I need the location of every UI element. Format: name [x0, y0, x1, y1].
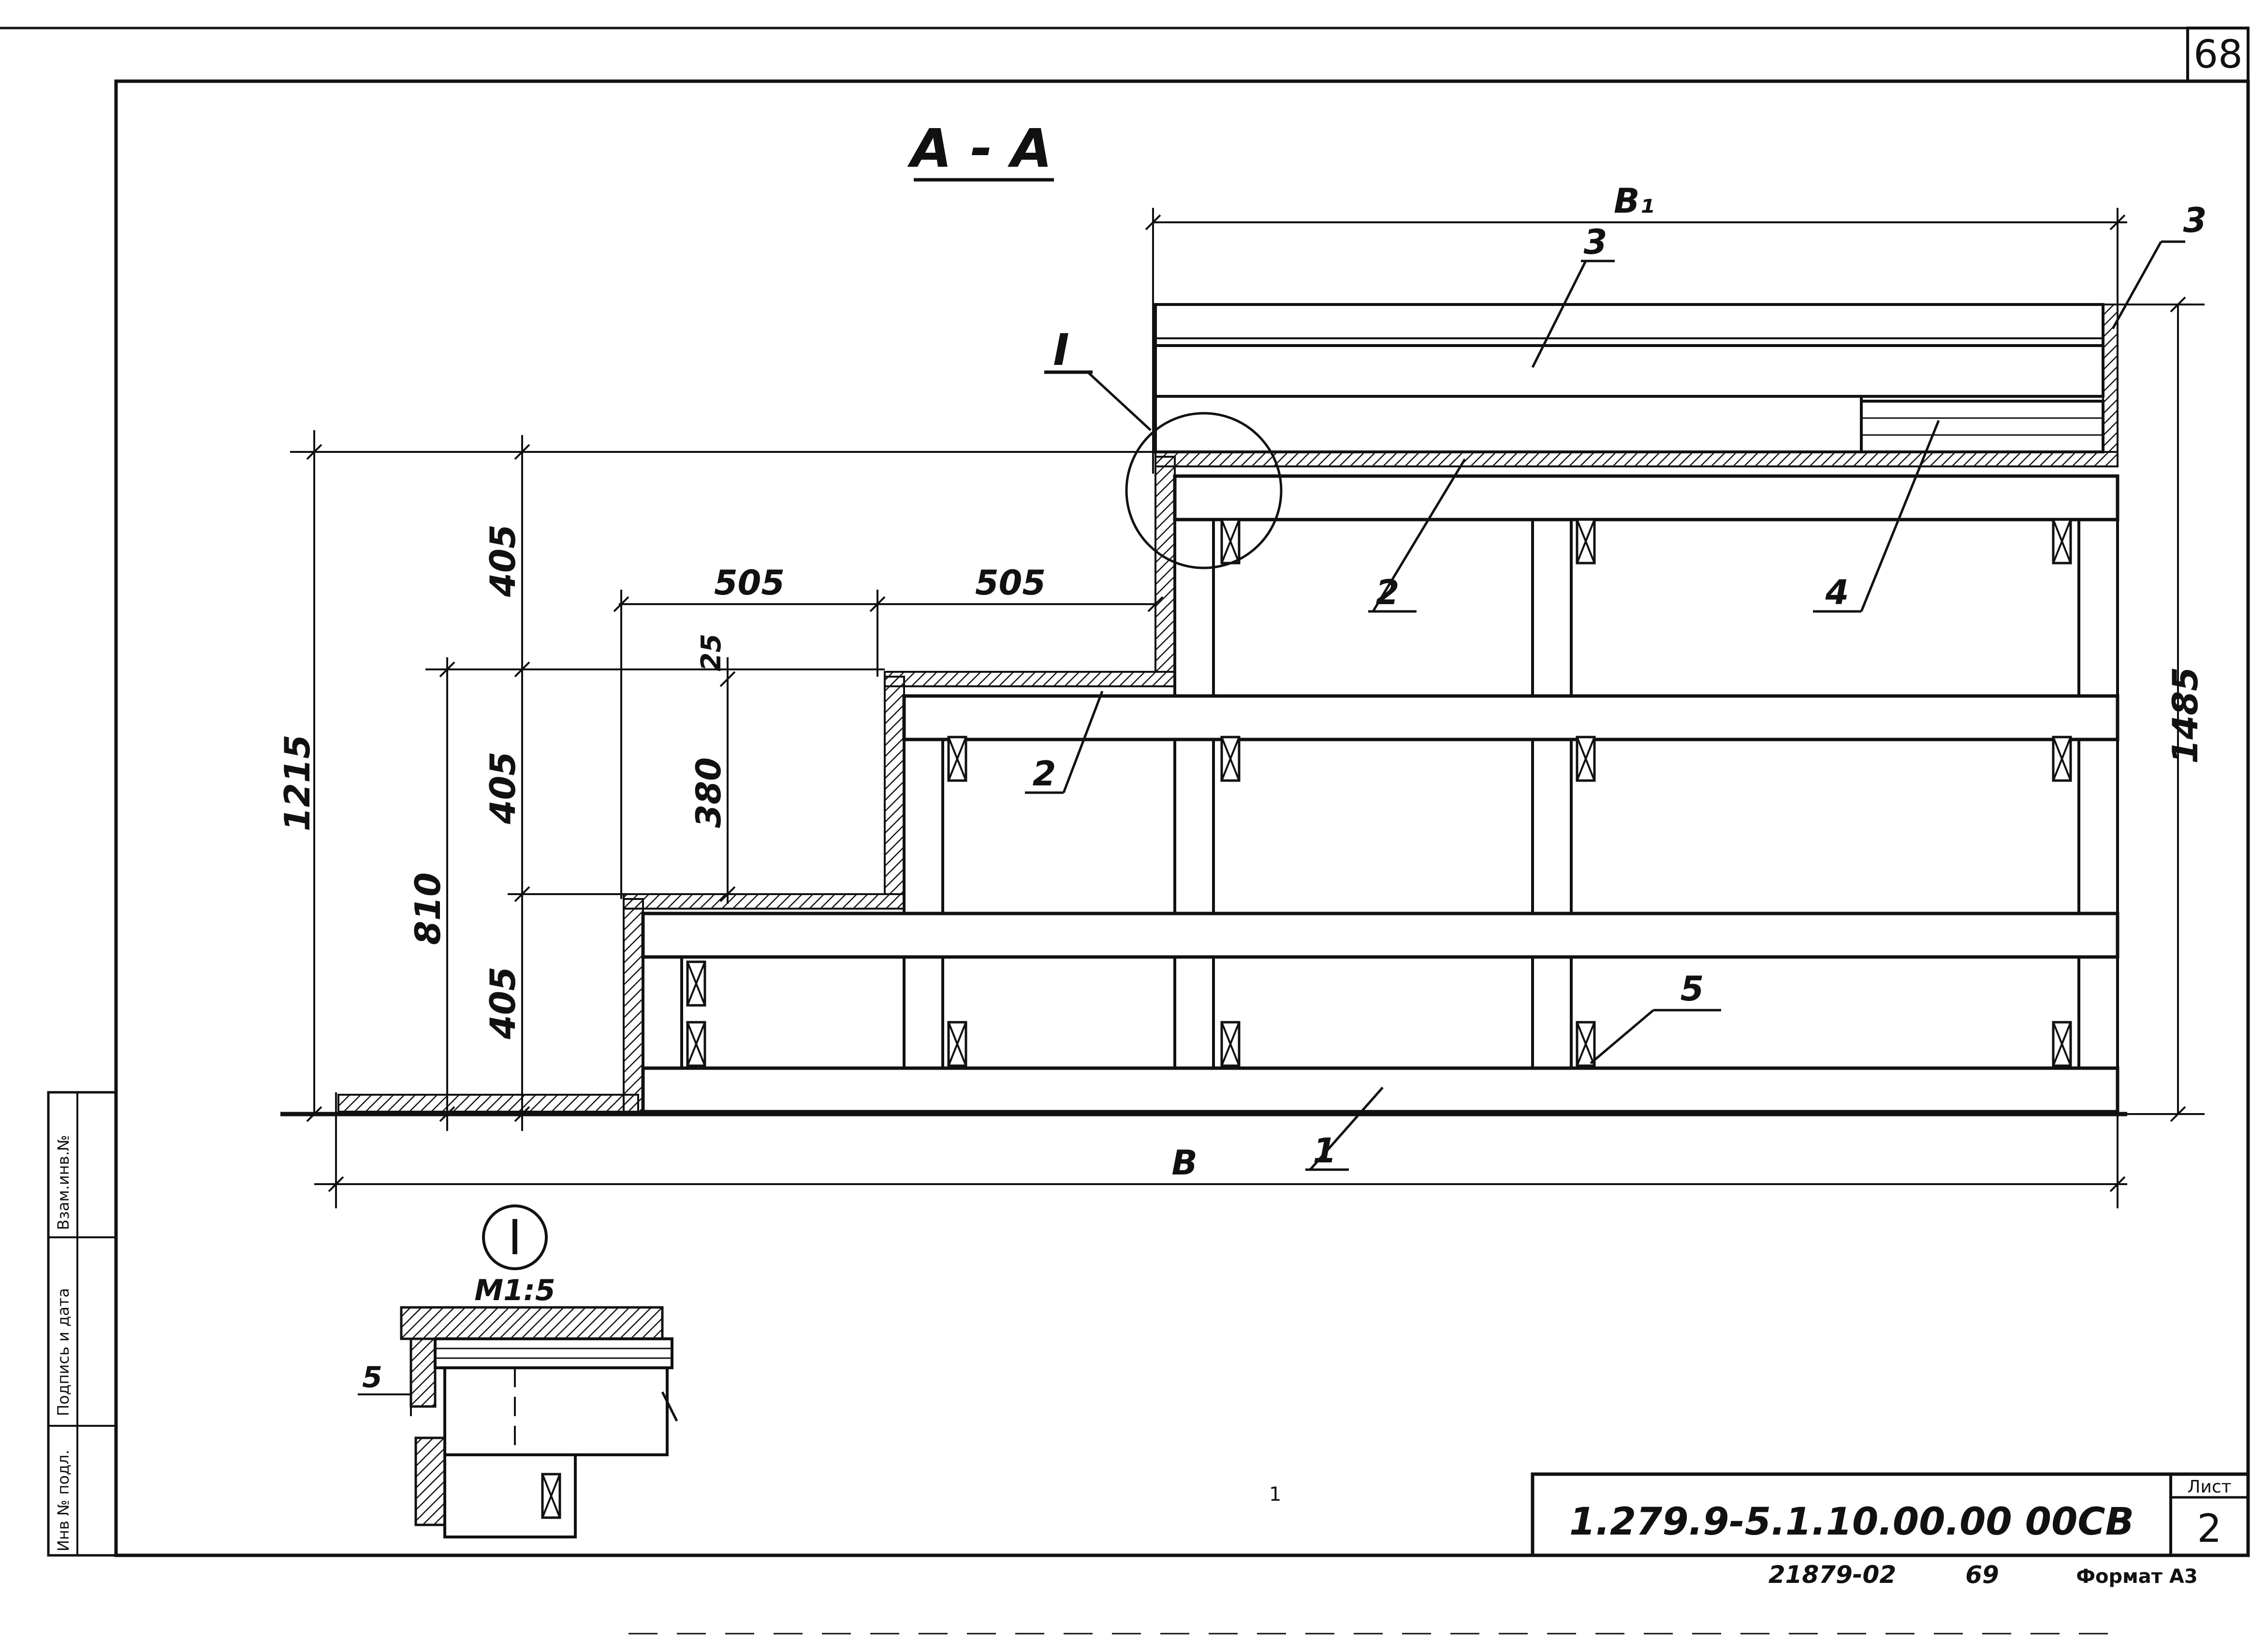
stamp-inv-podl: Инв № подл. — [54, 1449, 73, 1551]
dim-b: B — [1171, 1143, 1197, 1183]
post — [1173, 518, 1215, 697]
hatched-panel — [1154, 456, 1176, 673]
stamp-sign-date: Подпись и дата — [54, 1288, 73, 1416]
spacer-block — [1577, 1022, 1594, 1066]
hatched-panel — [623, 898, 644, 1113]
section-title: А - А — [907, 117, 1052, 179]
post — [903, 738, 944, 915]
spacer-block — [2053, 737, 2071, 781]
drawing-frame — [114, 79, 2250, 1557]
detail-spacer-block — [542, 1474, 560, 1518]
spacer-block — [687, 962, 705, 1005]
dim-b1: B₁ — [1614, 181, 1654, 221]
post — [2077, 956, 2119, 1070]
sheet-label: Лист — [2187, 1477, 2231, 1497]
hatched-panel — [884, 676, 905, 895]
dim-405-mid: 405 — [482, 752, 523, 825]
dim-810: 810 — [408, 872, 448, 945]
callout-2-lower: 2 — [1033, 754, 1056, 794]
dim-380: 380 — [689, 757, 729, 828]
post — [1173, 956, 1215, 1070]
format-label: Формат А3 — [2076, 1565, 2197, 1588]
top-layer-3b — [1154, 344, 2104, 398]
bottom-page: 69 — [1965, 1561, 1999, 1589]
post — [1173, 738, 1215, 915]
page-number: 68 — [2193, 32, 2243, 77]
post — [1531, 956, 1573, 1070]
hatched-panel — [2102, 304, 2119, 453]
spacer-block — [1222, 520, 1239, 563]
top-layer-board — [1154, 395, 1863, 453]
spacer-block — [1577, 737, 1594, 781]
detail-symbol-circle — [482, 1204, 548, 1270]
title-block: Лист 2 1.279.9-5.1.10.00.00 00СВ — [1531, 1472, 2250, 1557]
stamp-vzam: Взам.инв.№ — [54, 1135, 73, 1230]
callout-1: 1 — [1313, 1131, 1337, 1171]
callout-3-center: 3 — [1584, 222, 1607, 262]
top-layer-4 — [1860, 400, 2104, 453]
dim-25: 25 — [696, 634, 727, 671]
post — [2077, 738, 2119, 915]
dim-505-left: 505 — [714, 563, 785, 603]
spacer-block — [949, 737, 966, 781]
dim-405-top: 405 — [482, 524, 523, 597]
spacer-block — [2053, 520, 2071, 563]
callout-3-right: 3 — [2183, 201, 2207, 240]
post — [1531, 738, 1573, 915]
detail-callout-label: I — [1053, 325, 1069, 376]
detail-view: I М1:5 5 — [358, 1204, 678, 1538]
hatched-panel — [884, 671, 1176, 687]
top-layer-3 — [1154, 303, 2104, 347]
dim-1215: 1215 — [277, 735, 318, 831]
side-stamp: Инв № подл. Подпись и дата Взам.инв.№ — [47, 1091, 117, 1557]
spacer-block — [687, 1022, 705, 1066]
post — [642, 956, 683, 1070]
spacer-block — [1222, 1022, 1239, 1066]
detail-scale: М1:5 — [474, 1274, 555, 1307]
tier3-boards — [1173, 474, 2119, 522]
spacer-block — [1222, 737, 1239, 781]
dim-505-right: 505 — [975, 563, 1046, 603]
detail-symbol-label: I — [508, 1209, 522, 1266]
drawing-code: 1.279.9-5.1.10.00.00 00СВ — [1569, 1500, 2134, 1544]
callout-5: 5 — [1680, 969, 1704, 1009]
post — [903, 956, 944, 1070]
dim-405-bot: 405 — [482, 967, 523, 1040]
detail-dim-5: 5 — [362, 1361, 382, 1394]
callout-2-upper: 2 — [1376, 573, 1400, 612]
tier1-boards — [641, 912, 2119, 959]
callout-leaders — [1025, 240, 2185, 1171]
spacer-block — [1577, 520, 1594, 563]
hatched-panel — [623, 893, 905, 910]
spacer-block — [2053, 1022, 2071, 1066]
dim-1485: 1485 — [2165, 667, 2206, 764]
stray-mark: 1 — [1269, 1483, 1281, 1506]
post — [1531, 518, 1573, 697]
post — [2077, 518, 2119, 697]
dimensions — [290, 208, 2205, 1208]
detail-circle — [1125, 412, 1283, 569]
spacer-block — [949, 1022, 966, 1066]
section-drawing: I — [280, 303, 2127, 1116]
hatched-panel — [337, 1094, 639, 1113]
callout-4: 4 — [1825, 573, 1849, 612]
hatched-panel — [1154, 451, 2119, 467]
order-number: 21879-02 — [1768, 1561, 1896, 1589]
sheet-number: 2 — [2197, 1506, 2222, 1551]
